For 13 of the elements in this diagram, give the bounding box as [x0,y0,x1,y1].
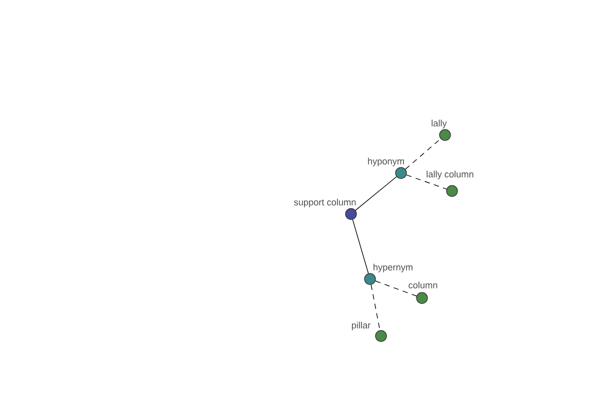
node-label: hypernym [374,264,412,272]
connector-line [406,174,447,190]
node-label: column [408,282,438,288]
node-label: pillar [352,322,370,330]
node-label: lally [432,120,447,128]
connector-line [352,219,369,274]
node-label: lally column [426,170,474,180]
connector-line [370,284,380,331]
node-label: support column [294,198,356,208]
node-label: hyponym [368,158,404,166]
connector-line [405,138,441,170]
connector-line [375,280,417,296]
connector-line [355,176,397,211]
